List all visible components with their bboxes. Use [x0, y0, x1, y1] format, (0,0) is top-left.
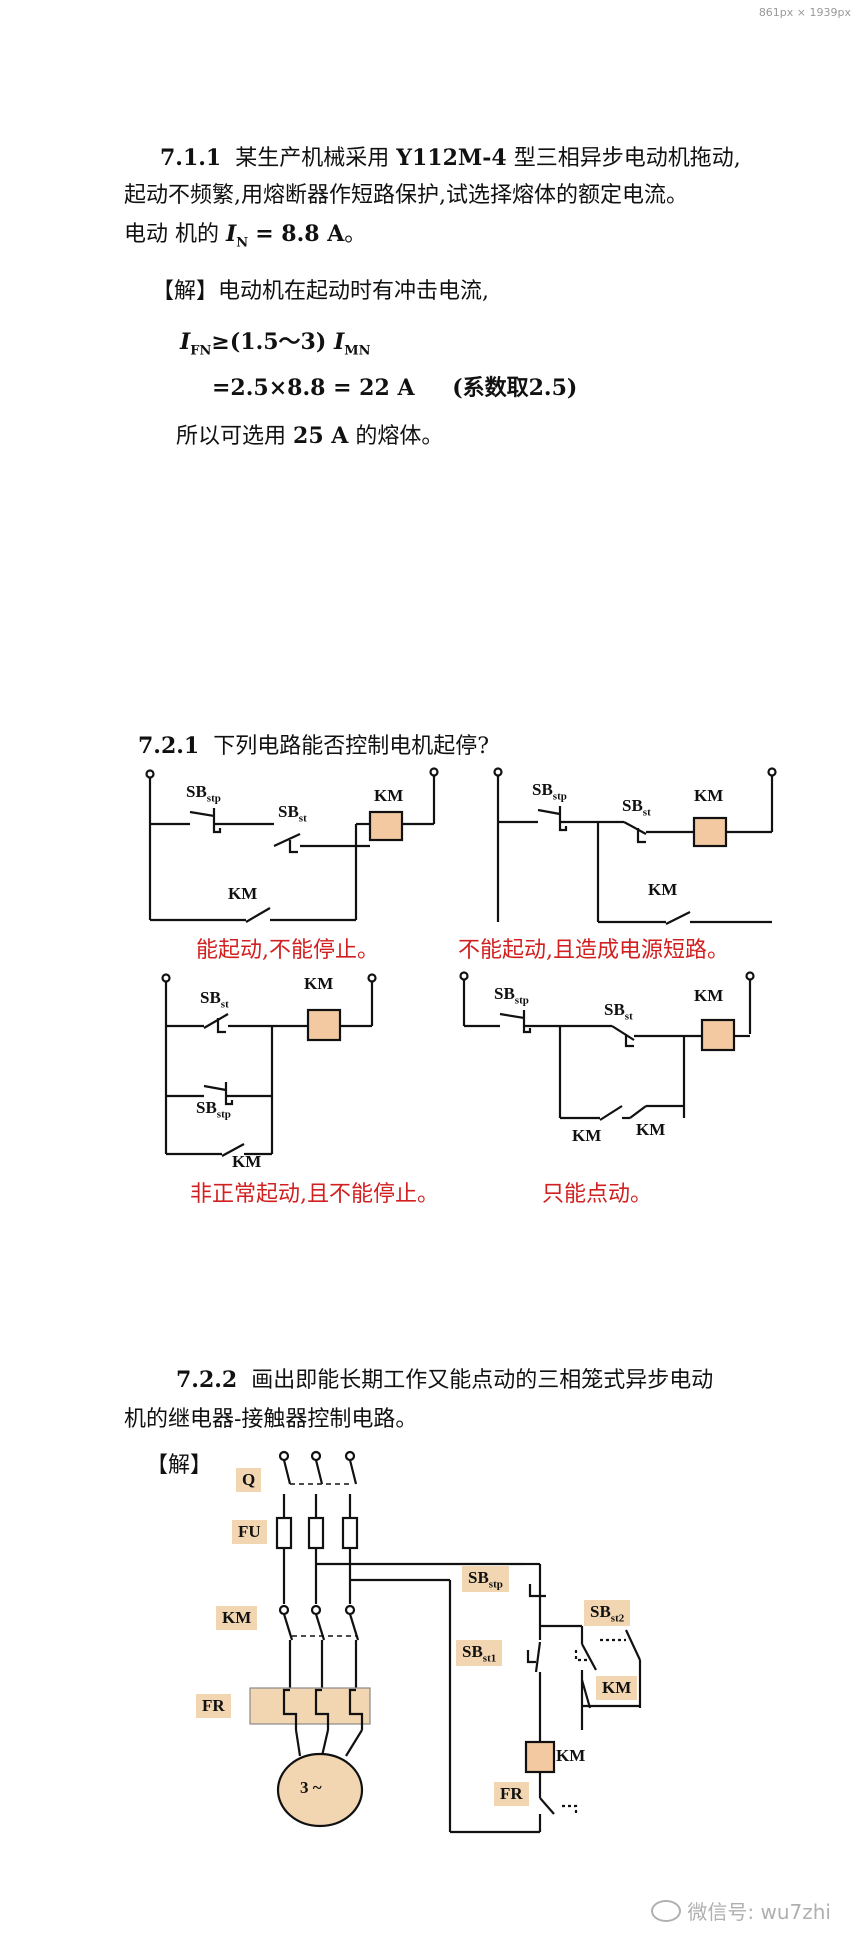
label-km-contact: KM	[228, 884, 258, 903]
watermark-text: 微信号: wu7zhi	[687, 1900, 831, 1924]
label-fr: FR	[196, 1694, 231, 1718]
answer-3: 非正常起动,且不能停止。	[190, 1182, 439, 1207]
eq-subscript: MN	[344, 343, 371, 359]
conclusion-text: 所以可选用	[176, 424, 287, 449]
label-fu: FU	[232, 1520, 267, 1544]
circuit-1	[145, 767, 439, 923]
label-sb-stop: SBstp	[462, 1566, 509, 1593]
eq-symbol: I	[180, 329, 191, 355]
label-km-contact: KM	[232, 1152, 262, 1171]
s711-line1: 7.1.1 某生产机械采用 Y112M-4 型三相异步电动机拖动,	[160, 138, 741, 179]
label-km-coil: KM	[694, 786, 724, 805]
fuse-rating: 25 A	[293, 423, 349, 449]
label-km-main: KM	[216, 1606, 258, 1630]
answer-2: 不能起动,且造成电源短路。	[458, 938, 729, 963]
s711-line3: 电动 机的 IN = 8.8 A。	[124, 214, 366, 263]
s721-question: 下列电路能否控制电机起停?	[213, 734, 490, 759]
eq-symbol: I	[333, 329, 345, 355]
label-km-contact: KM	[572, 1126, 602, 1145]
label-sb-start2: SBst2	[584, 1600, 631, 1627]
s711-text: 电动 机的	[124, 222, 219, 247]
rated-current-value: = 8.8 A	[255, 221, 345, 247]
label-km-contact: KM	[648, 880, 678, 899]
label-sb-stop: SBstp	[186, 782, 221, 805]
s711-line2: 起动不频繁,用熔断器作短路保护,试选择熔体的额定电流。	[124, 183, 688, 208]
image-size-label: 861px × 1939px	[758, 6, 851, 19]
equation-1: IFN≥(1.5～3) IMN	[180, 322, 371, 371]
circuit-2	[493, 767, 777, 925]
conclusion-text: 的熔体。	[355, 424, 444, 449]
s721-heading: 7.2.1 下列电路能否控制电机起停?	[138, 726, 489, 767]
label-km-aux: KM	[596, 1676, 638, 1700]
label-km-coil: KM	[374, 786, 404, 805]
answer-4: 只能点动。	[542, 1182, 653, 1207]
s711-solution: 【解】电动机在起动时有冲击电流,	[152, 272, 489, 312]
label-fr-contact: FR	[494, 1782, 529, 1806]
s711-text: 。	[344, 222, 367, 247]
s711-number: 7.1.1	[160, 145, 222, 171]
equation-2: =2.5×8.8 = 22 A (系数取2.5)	[212, 368, 577, 408]
eq-note: (系数取2.5)	[452, 375, 578, 401]
current-subscript: N	[236, 235, 249, 251]
s722-number: 7.2.2	[176, 1367, 238, 1393]
s711-text: 型三相异步电动机拖动,	[513, 146, 741, 171]
label-km-coil: KM	[304, 974, 334, 993]
s722-line2: 机的继电器-接触器控制电路。	[124, 1407, 418, 1432]
solution-text: 电动机在起动时有冲击电流,	[218, 279, 490, 304]
motor-model: Y112M-4	[396, 145, 507, 171]
label-sb-stop: SBstp	[196, 1098, 231, 1121]
eq-result: =2.5×8.8 = 22 A	[212, 375, 415, 401]
solution-label: 【解】	[152, 279, 219, 304]
label-sb-start: SBst	[622, 796, 651, 819]
circuit-4	[459, 971, 755, 1121]
current-symbol: I	[226, 221, 237, 247]
s722-text: 画出即能长期工作又能点动的三相笼式异步电动	[251, 1368, 714, 1393]
label-sb-start: SBst	[200, 988, 229, 1011]
s711-text: 某生产机械采用	[235, 146, 390, 171]
label-sb-start: SBst	[604, 1000, 633, 1023]
label-q: Q	[236, 1468, 262, 1492]
answer-1: 能起动,不能停止。	[196, 938, 379, 963]
wechat-icon	[651, 1900, 682, 1922]
label-motor: 3 ~	[300, 1778, 322, 1797]
circuit-3	[161, 973, 377, 1157]
eq-factor: ≥(1.5～3)	[211, 329, 327, 355]
label-sb-stop: SBstp	[494, 984, 529, 1007]
label-km-coil: KM	[556, 1746, 586, 1765]
s722-solution-label: 【解】	[146, 1453, 213, 1478]
s711-conclusion: 所以可选用 25 A 的熔体。	[176, 416, 443, 457]
label-sb-start: SBst	[278, 802, 307, 825]
s722-line1: 7.2.2 画出即能长期工作又能点动的三相笼式异步电动	[176, 1360, 713, 1401]
eq-subscript: FN	[190, 343, 212, 359]
label-km-coil: KM	[694, 986, 724, 1005]
wechat-watermark: 微信号: wu7zhi	[651, 1896, 831, 1925]
label-sb-start1: SBst1	[456, 1640, 503, 1667]
label-sb-stop: SBstp	[532, 780, 567, 803]
label-km-contact: KM	[636, 1120, 666, 1139]
s721-number: 7.2.1	[138, 733, 200, 759]
